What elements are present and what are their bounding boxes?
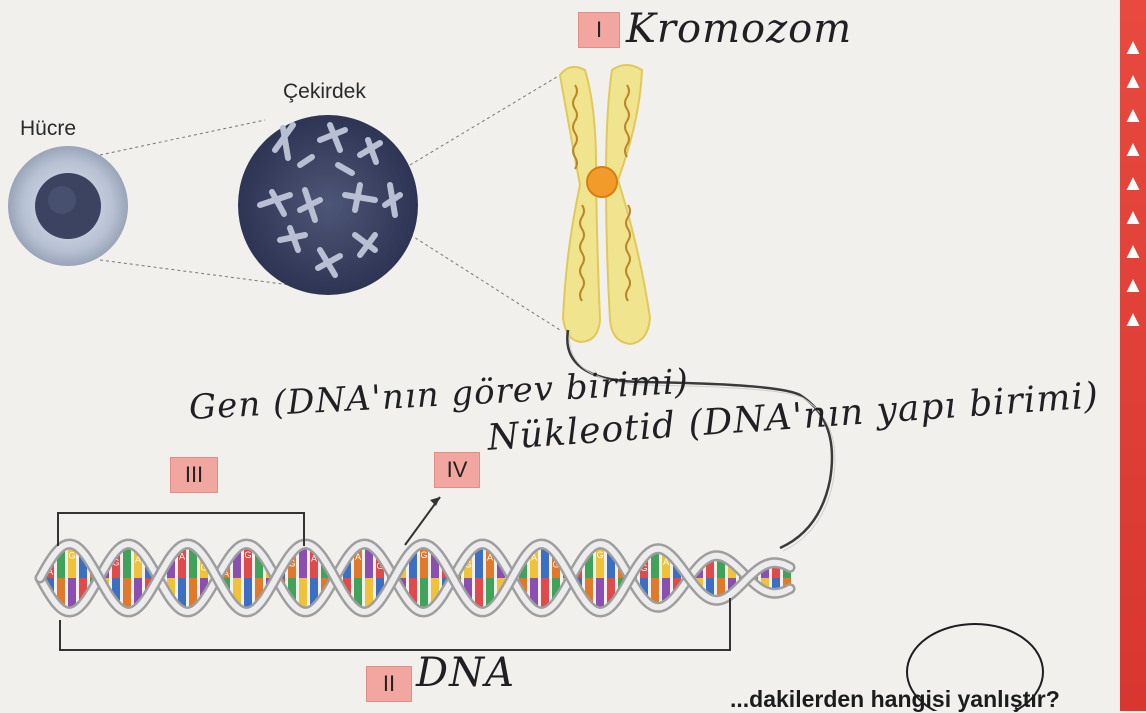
handwritten-chromosome: Kromozom <box>626 6 852 52</box>
edge-letter: ▲ <box>1120 132 1146 166</box>
chromosome-graphic <box>560 65 650 344</box>
cell-graphic <box>8 146 128 266</box>
base-letter: G <box>420 550 427 560</box>
zoom-line <box>410 75 560 165</box>
tag-two: II <box>366 666 412 702</box>
base-letter: G <box>244 550 251 560</box>
question-fragment: ...dakilerden hangisi yanlıştır? <box>730 686 1060 713</box>
nucleus-graphic <box>238 115 418 295</box>
tag-one: I <box>578 12 620 48</box>
tag-three: III <box>170 457 218 493</box>
edge-letter: ▲ <box>1120 234 1146 268</box>
edge-letter: ▲ <box>1120 64 1146 98</box>
edge-letter: ▲ <box>1120 302 1146 336</box>
edge-letter: ▲ <box>1120 30 1146 64</box>
base-letter: G <box>596 550 603 560</box>
edge-letter: ▲ <box>1120 200 1146 234</box>
dna-bracket <box>60 598 730 650</box>
edge-letter: ▲ <box>1120 166 1146 200</box>
nucleus-label: Çekirdek <box>283 80 366 104</box>
zoom-line <box>395 225 560 330</box>
handwritten-dna: DNA <box>416 650 515 696</box>
edge-letter: ▲ <box>1120 268 1146 302</box>
page-edge-stripe: ▲ ▲ ▲ ▲ ▲ ▲ ▲ ▲ ▲ <box>1120 0 1146 711</box>
cell-label: Hücre <box>20 117 76 141</box>
edge-letter: ▲ <box>1120 98 1146 132</box>
tag-four: IV <box>434 452 480 488</box>
base-letter: G <box>68 550 75 560</box>
zoom-line <box>100 120 265 155</box>
